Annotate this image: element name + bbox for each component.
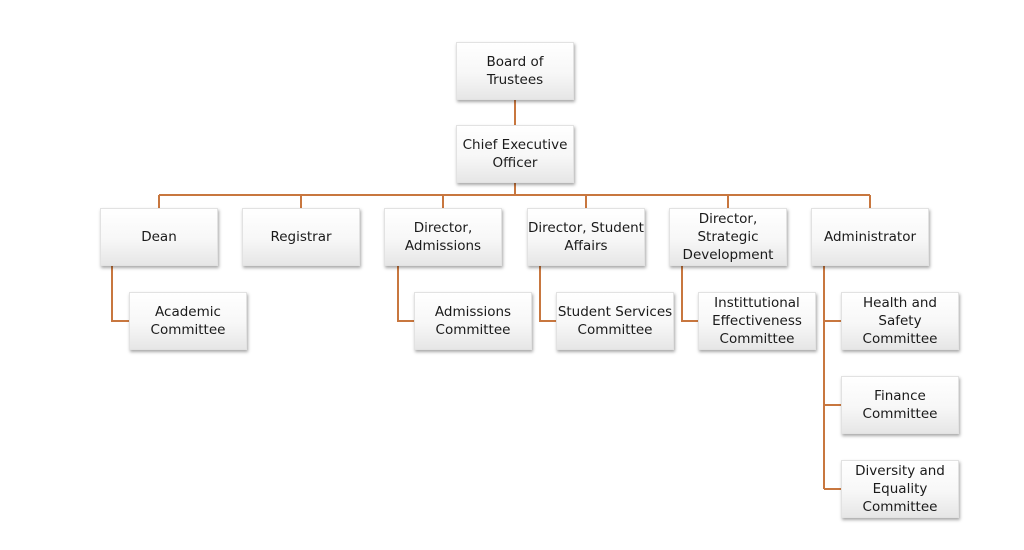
connector-diradm-admissions [397, 266, 414, 322]
node-director-strategic-development: Director, Strategic Development [669, 208, 787, 266]
connector-dirsa-studentservices [539, 266, 556, 322]
node-ceo: Chief Executive Officer [456, 125, 574, 183]
node-administrator: Administrator [811, 208, 929, 266]
node-diversity-equality-committee: Diversity and Equality Committee [841, 460, 959, 518]
node-director-student-affairs: Director, Student Affairs [527, 208, 645, 266]
connector-dirsd-institutional [681, 266, 698, 322]
node-institutional-effectiveness-committee: Instittutional Effectiveness Committee [698, 292, 816, 350]
node-student-services-committee: Student Services Committee [556, 292, 674, 350]
node-finance-committee: Finance Committee [841, 376, 959, 434]
node-board-of-trustees: Board of Trustees [456, 42, 574, 100]
node-dean: Dean [100, 208, 218, 266]
node-director-admissions: Director, Admissions [384, 208, 502, 266]
node-admissions-committee: Admissions Committee [414, 292, 532, 350]
node-academic-committee: Academic Committee [129, 292, 247, 350]
node-registrar: Registrar [242, 208, 360, 266]
connector-dean-academic [111, 266, 129, 322]
node-health-safety-committee: Health and Safety Committee [841, 292, 959, 350]
